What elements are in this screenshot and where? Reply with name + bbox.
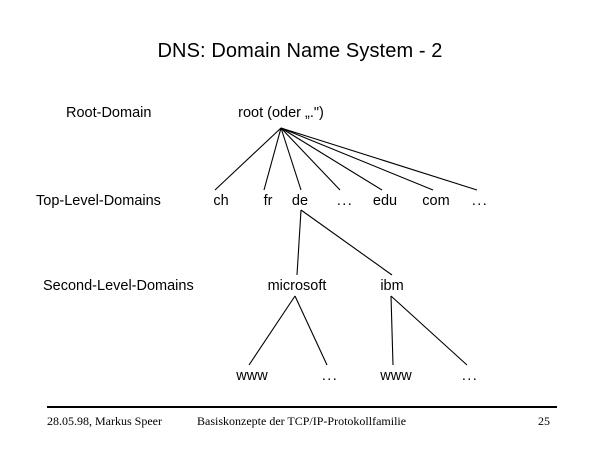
footer-divider <box>47 406 557 408</box>
row-label-second-level-domains: Second-Level-Domains <box>43 278 194 294</box>
row-label-top-level-domains: Top-Level-Domains <box>36 193 161 209</box>
tree-node-www-microsoft: www <box>236 368 268 384</box>
tree-node-microsoft: microsoft <box>267 278 327 294</box>
tree-node-www-ibm: www <box>380 368 412 384</box>
tree-node-tld-ellipsis-1: ... <box>336 193 354 209</box>
edge-root-com <box>280 127 434 191</box>
footer-page-number: 25 <box>538 414 550 428</box>
tree-node-ch: ch <box>213 193 229 209</box>
edge-root-edu <box>280 127 383 191</box>
tree-node-host-ellipsis-1: ... <box>321 368 339 384</box>
tree-node-host-ellipsis-2: ... <box>461 368 479 384</box>
edge-root-de <box>280 127 302 191</box>
edge-root-fr <box>263 127 282 191</box>
page-title: DNS: Domain Name System - 2 <box>157 40 443 62</box>
edge-de-ibm <box>300 209 393 276</box>
tree-node-fr: fr <box>263 193 273 209</box>
footer-date-author: 28.05.98, Markus Speer <box>47 414 162 428</box>
edge-ibm-www <box>390 295 394 366</box>
edge-root-ch <box>214 127 282 191</box>
tree-node-tld-ellipsis-2: ... <box>471 193 489 209</box>
tree-node-root: root (oder „.") <box>238 105 324 121</box>
tree-node-de: de <box>291 193 309 209</box>
row-label-root-domain: Root-Domain <box>66 105 152 121</box>
footer-subject: Basiskonzepte der TCP/IP-Protokollfamili… <box>197 414 407 428</box>
tree-node-edu: edu <box>372 193 398 209</box>
edge-ibm-dots <box>390 295 468 366</box>
tree-node-ibm: ibm <box>380 278 404 294</box>
edge-microsoft-dots <box>294 295 328 366</box>
edge-de-microsoft <box>296 209 302 276</box>
edge-root-dots1 <box>280 127 341 191</box>
edge-root-dots2 <box>280 127 478 191</box>
tree-node-com: com <box>422 193 450 209</box>
edge-microsoft-www <box>248 295 296 366</box>
